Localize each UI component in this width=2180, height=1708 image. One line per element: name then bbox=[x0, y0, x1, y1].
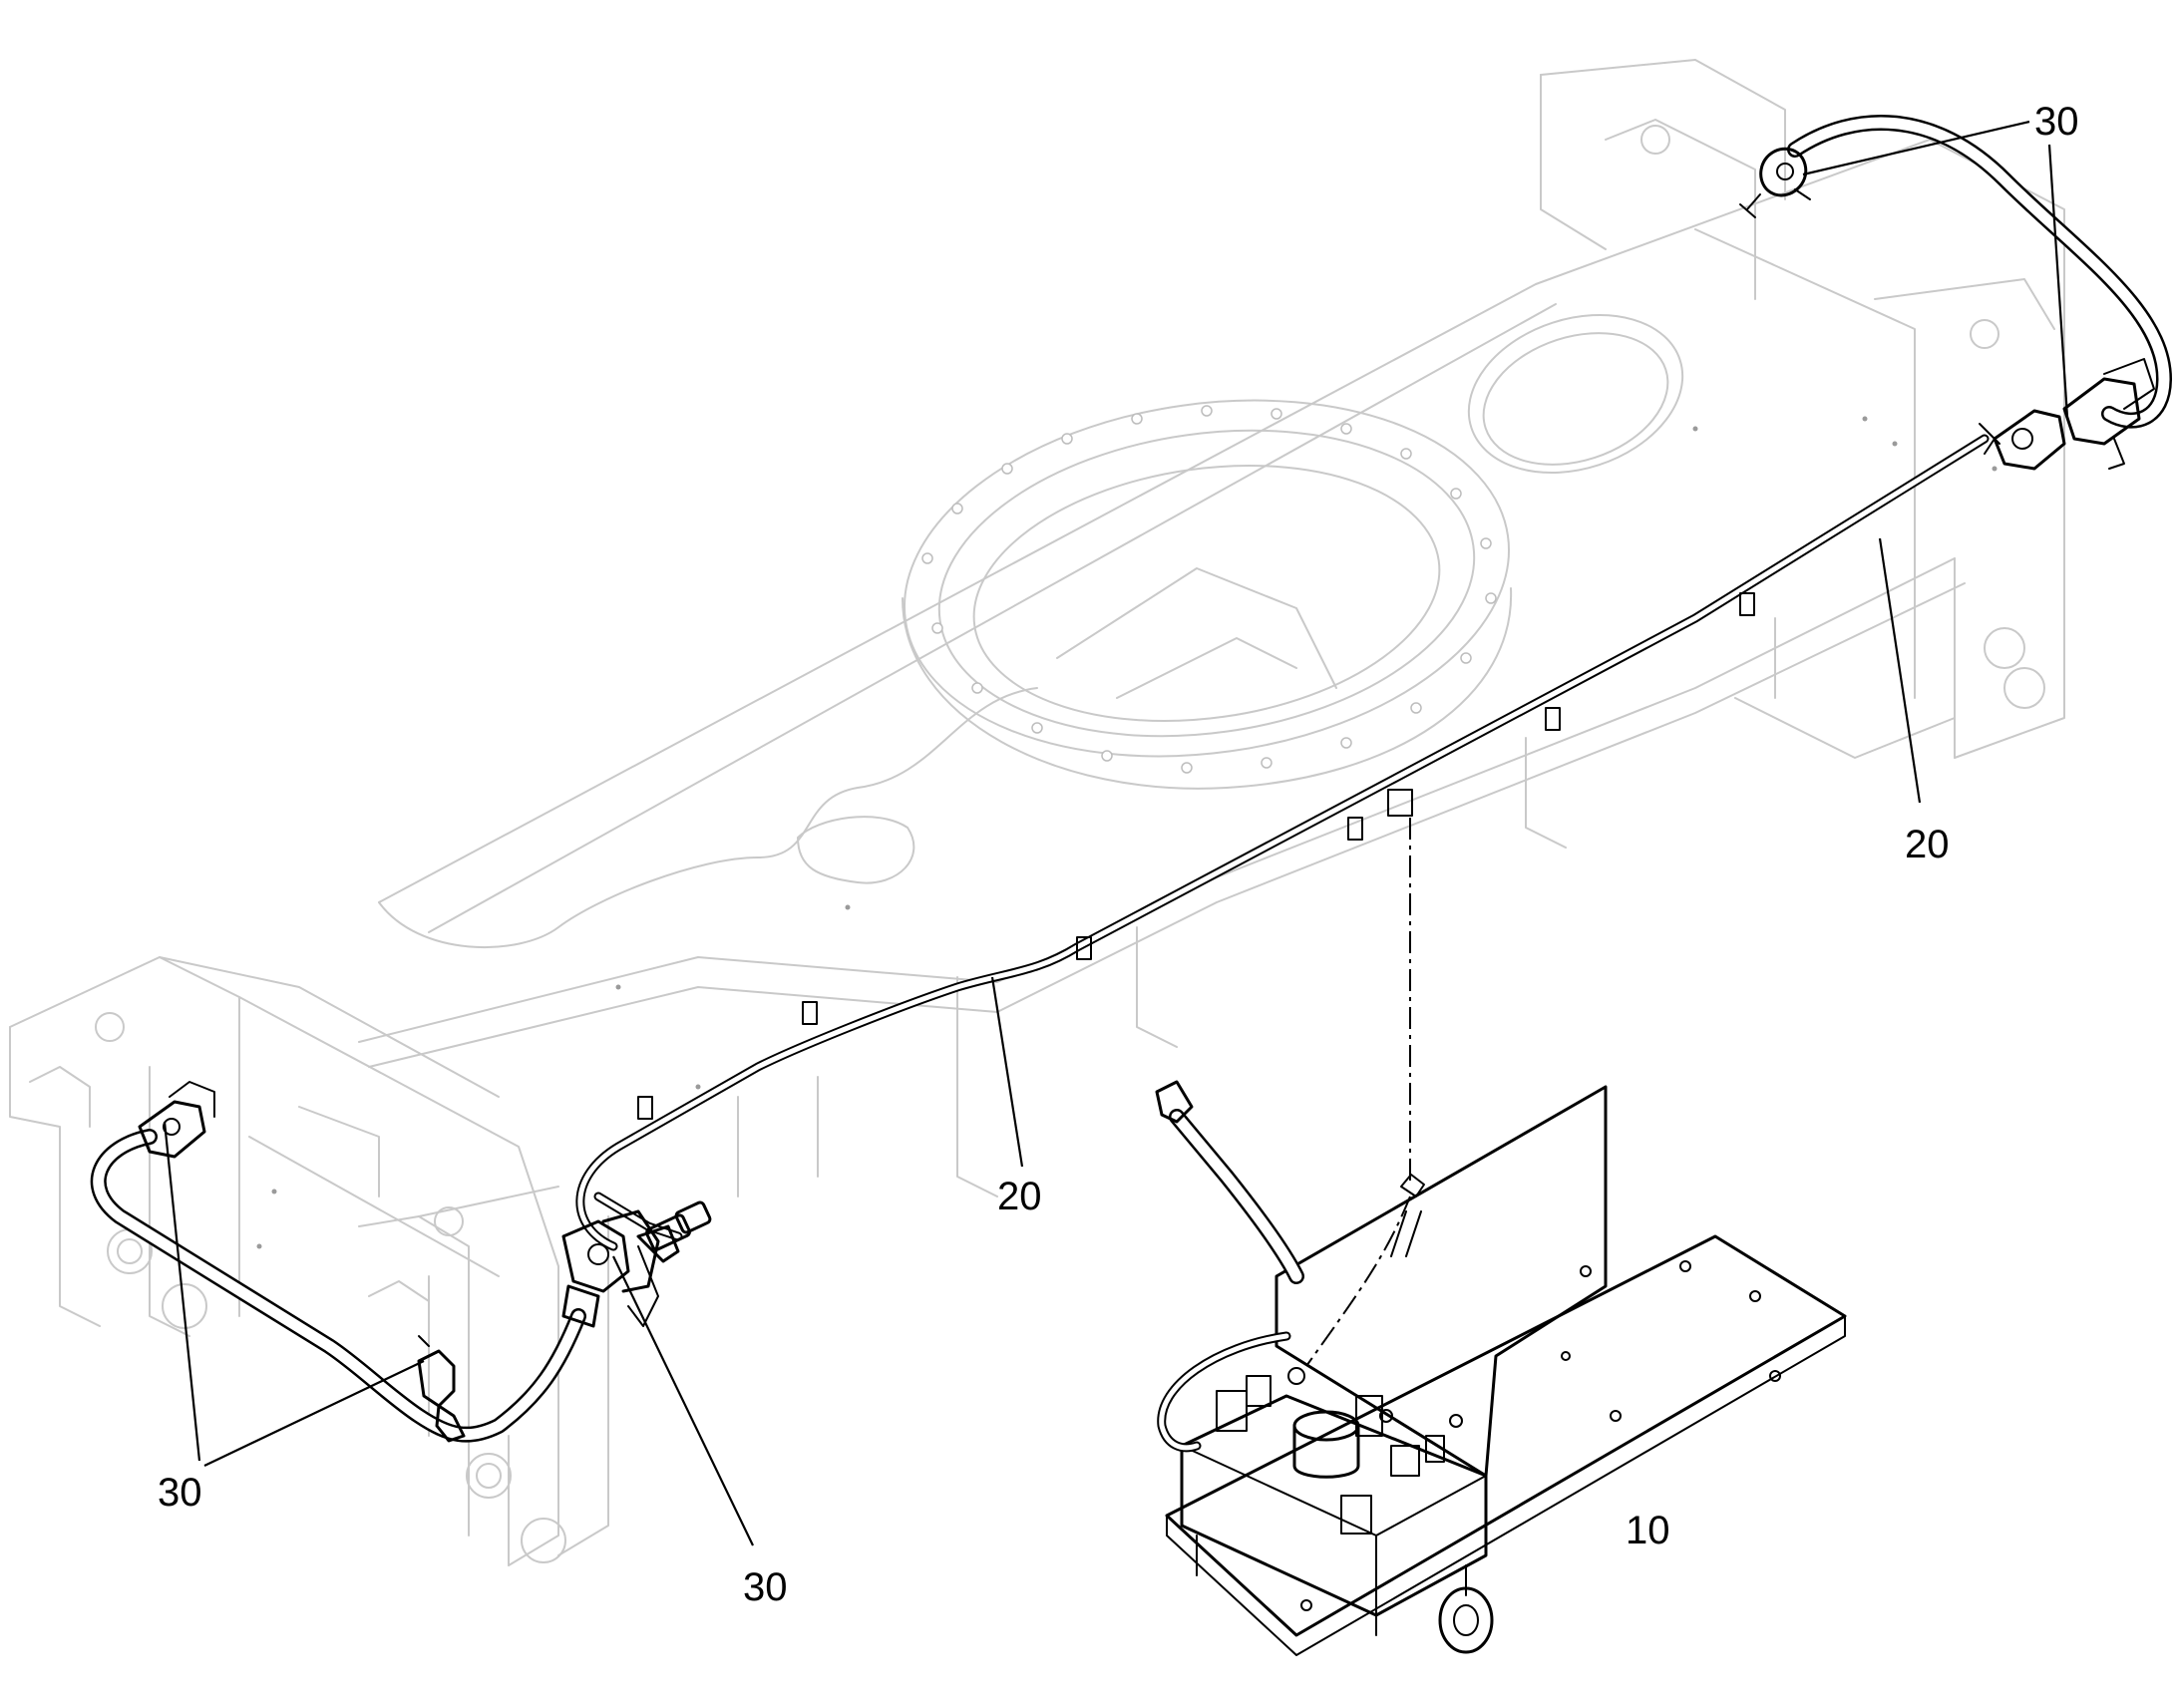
coupling-left-lower-clamp bbox=[417, 1335, 466, 1443]
callout-20-middle: 20 bbox=[997, 1175, 1042, 1218]
callout-20-right: 20 bbox=[1905, 823, 1950, 866]
pipe-fittings-center bbox=[645, 1200, 712, 1251]
pipe-clamps bbox=[637, 592, 1755, 1120]
ring-bolt-holes bbox=[921, 405, 1497, 774]
hidden-hose-line bbox=[1305, 1196, 1411, 1367]
coupling-right-end bbox=[1979, 358, 2155, 471]
coupling-top-right bbox=[1739, 147, 1811, 218]
leader-lines bbox=[163, 120, 2069, 1546]
right-end-hose bbox=[1787, 114, 2172, 429]
coupling-left-upper bbox=[138, 1081, 215, 1159]
callout-30-left: 30 bbox=[158, 1471, 202, 1515]
coupling-center-lower bbox=[561, 1209, 680, 1328]
callout-10-valve-unit: 10 bbox=[1626, 1509, 1670, 1552]
callout-30-center: 30 bbox=[743, 1565, 788, 1609]
callout-labels: 30 30 20 20 30 30 10 bbox=[158, 100, 2079, 1609]
callout-30-top-right: 30 bbox=[2034, 100, 2079, 144]
main-air-line bbox=[575, 434, 1990, 1251]
left-end-hose bbox=[90, 1129, 586, 1443]
valve-unit-assembly bbox=[1155, 1080, 1847, 1656]
